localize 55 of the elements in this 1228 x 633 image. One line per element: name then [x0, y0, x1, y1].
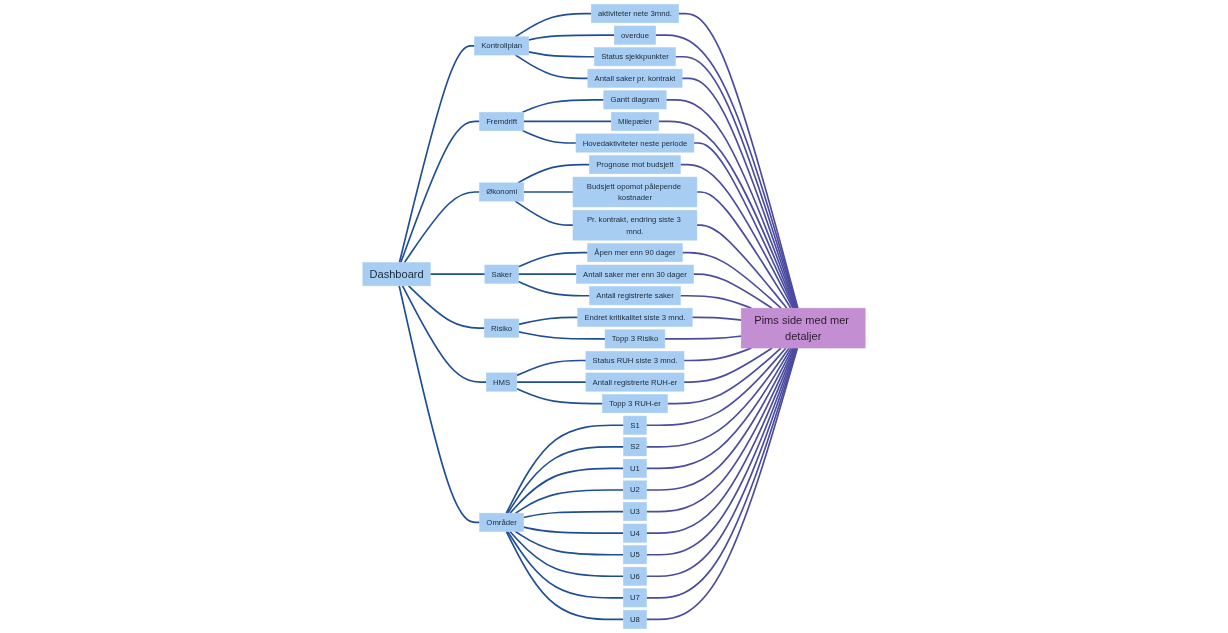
- connector: [521, 99, 605, 114]
- connector: [692, 273, 773, 310]
- connector: [517, 163, 591, 184]
- connector: [693, 142, 795, 310]
- connector: [429, 273, 486, 275]
- node-box: Pims side med mer detaljer: [740, 307, 866, 349]
- connector: [691, 316, 743, 321]
- connector: [398, 45, 476, 264]
- connector: [654, 34, 799, 310]
- connector: [679, 294, 753, 310]
- connector: [516, 381, 587, 383]
- connector: [506, 530, 625, 599]
- connector: [645, 347, 787, 427]
- connector: [522, 526, 625, 534]
- connector: [645, 347, 790, 448]
- connector: [398, 284, 481, 524]
- connector: [681, 251, 782, 310]
- connector: [522, 510, 625, 519]
- connector: [509, 467, 625, 515]
- connector: [514, 489, 625, 515]
- connector: [514, 12, 593, 38]
- connector: [521, 129, 577, 144]
- connector: [696, 224, 788, 310]
- node-box: Dashboard: [362, 262, 431, 287]
- connector: [514, 200, 574, 227]
- connector: [527, 34, 616, 41]
- connector: [403, 191, 481, 264]
- connector: [665, 99, 797, 310]
- connector: [666, 347, 782, 405]
- connector: [696, 191, 792, 310]
- connector: [679, 163, 794, 310]
- connector: [505, 424, 625, 515]
- connector: [516, 387, 604, 405]
- connector: [401, 284, 488, 383]
- connector: [514, 530, 625, 556]
- connector: [516, 359, 587, 377]
- connector: [645, 347, 793, 470]
- connector: [518, 316, 579, 326]
- connector: [518, 331, 606, 340]
- connector: [506, 446, 625, 515]
- connector: [683, 347, 773, 383]
- connector: [509, 530, 625, 578]
- connector: [514, 54, 589, 80]
- connector: [522, 120, 613, 123]
- connector: [657, 120, 796, 310]
- connector: [517, 251, 589, 268]
- connector: [407, 284, 486, 329]
- connector: [677, 12, 799, 310]
- connector: [505, 530, 625, 621]
- connector: [527, 51, 596, 58]
- connector: [522, 191, 574, 193]
- connector: [517, 273, 578, 275]
- connector: [517, 280, 591, 297]
- connector: [664, 335, 743, 340]
- connector: [400, 120, 481, 264]
